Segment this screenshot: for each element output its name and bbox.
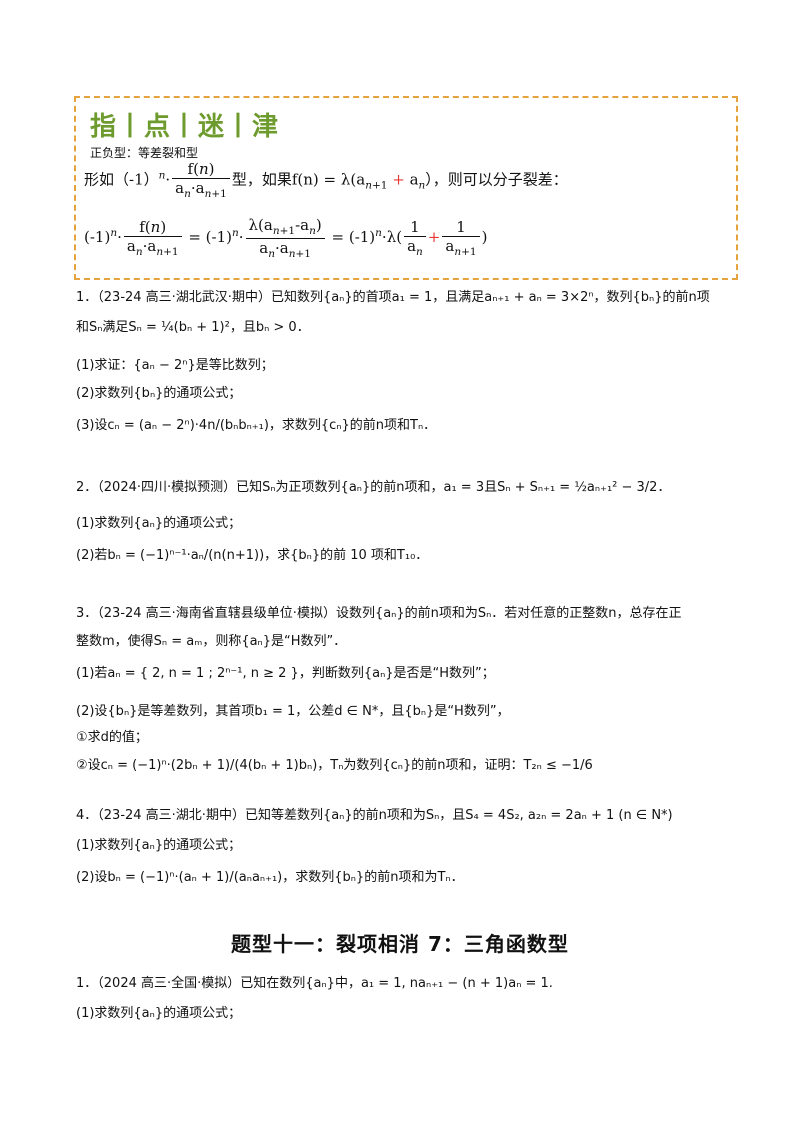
tip-line1-suffix: ），则可以分子裂差： xyxy=(425,170,568,189)
problem-4-stem: 4．（23-24 高三·湖北·期中）已知等差数列{aₙ}的前n项和为Sₙ，且S₄… xyxy=(76,808,673,823)
problem-3-sub-2b: ②设cₙ = (−1)ⁿ·(2bₙ + 1)/(4(bₙ + 1)bₙ)，Tₙ为… xyxy=(76,758,593,773)
section-title: 题型十一：裂项相消 7：三角函数型 xyxy=(231,932,569,956)
problem-1-sub-3: (3)设cₙ = (aₙ − 2ⁿ)·4n/(bₙbₙ₊₁)，求数列{cₙ}的前… xyxy=(76,418,437,433)
problem-1-stem-line1: 1．（23-24 高三·湖北武汉·期中）已知数列{aₙ}的首项a₁ = 1，且满… xyxy=(76,290,710,305)
problem-2-stem: 2．（2024·四川·模拟预测）已知Sₙ为正项数列{aₙ}的前n项和，a₁ = … xyxy=(76,480,671,495)
problem-1-stem-line2: 和Sₙ满足Sₙ = ¼(bₙ + 1)²，且bₙ > 0． xyxy=(76,320,310,335)
tip-formula-2: (-1)n·f(n)an·an+1 = (-1)n·λ(an+1-an)an·a… xyxy=(84,216,488,260)
problem-5-sub-1: (1)求数列{aₙ}的通项公式； xyxy=(76,1006,242,1021)
problem-1-sub-1: (1)求证：{aₙ − 2ⁿ}是等比数列； xyxy=(76,358,274,373)
tip-line1-prefix: 形如（-1） xyxy=(84,170,159,189)
problem-4-sub-2: (2)设bₙ = (−1)ⁿ·(aₙ + 1)/(aₙaₙ₊₁)，求数列{bₙ}… xyxy=(76,870,464,885)
problem-2-sub-2: (2)若bₙ = (−1)ⁿ⁻¹·aₙ/(n(n+1))，求{bₙ}的前 10 … xyxy=(76,548,429,563)
problem-3-sub-1: (1)若aₙ = { 2, n = 1 ; 2ⁿ⁻¹, n ≥ 2 }，判断数列… xyxy=(76,666,495,681)
tip-line1-mid: 型，如果f(n) = λ(a xyxy=(231,170,366,189)
problem-4-sub-1: (1)求数列{aₙ}的通项公式； xyxy=(76,838,242,853)
problem-3-sub-2: (2)设{bₙ}是等差数列，其首项b₁ = 1，公差d ∈ N*，且{bₙ}是“… xyxy=(76,704,510,719)
tip-title: 指丨点丨迷丨津 xyxy=(90,112,280,142)
problem-5-stem: 1．（2024 高三·全国·模拟）已知在数列{aₙ}中，a₁ = 1, naₙ₊… xyxy=(76,976,553,991)
problem-3-stem-line1: 3．（23-24 高三·海南省直辖县级单位·模拟）设数列{aₙ}的前n项和为Sₙ… xyxy=(76,606,682,621)
problem-3-stem-line2: 整数m，使得Sₙ = aₘ，则称{aₙ}是“H数列”． xyxy=(76,634,347,649)
problem-2-sub-1: (1)求数列{aₙ}的通项公式； xyxy=(76,516,242,531)
tip-subtitle: 正负型：等差裂和型 xyxy=(90,146,199,160)
problem-1-sub-2: (2)求数列{bₙ}的通项公式； xyxy=(76,386,242,401)
problem-3-sub-2a: ①求d的值； xyxy=(76,730,148,745)
